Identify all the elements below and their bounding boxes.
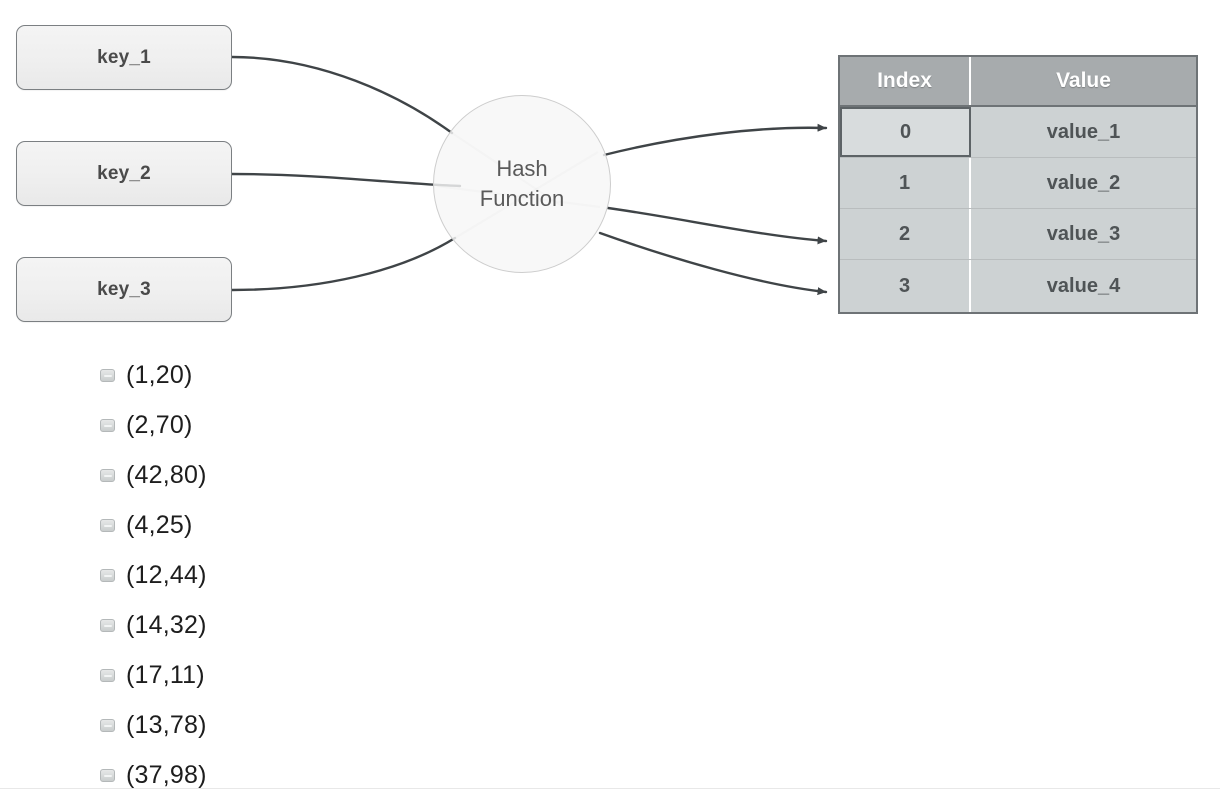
column-header-value: Value	[1056, 69, 1111, 92]
cell-index-0[interactable]: 0	[840, 107, 971, 157]
pair-list: (1,20) (2,70) (42,80) (4,25) (12,44) (14…	[100, 350, 500, 800]
list-item[interactable]: (2,70)	[100, 400, 500, 450]
list-item[interactable]: (4,25)	[100, 500, 500, 550]
key-box-2-label: key_2	[97, 162, 151, 184]
list-item[interactable]: (1,20)	[100, 350, 500, 400]
bottom-divider	[0, 788, 1220, 789]
key-box-2[interactable]: key_2	[16, 141, 232, 206]
minus-box-icon[interactable]	[100, 768, 115, 782]
wire-key2-to-hash	[230, 172, 462, 188]
hash-function-diagram: key_1 key_2 key_3 Hash Function Index Va…	[0, 0, 1220, 340]
list-item[interactable]: (37,98)	[100, 750, 500, 800]
wire-key3-to-hash	[230, 236, 457, 292]
key-box-1-label: key_1	[97, 46, 151, 68]
key-box-3[interactable]: key_3	[16, 257, 232, 322]
list-item[interactable]: (13,78)	[100, 700, 500, 750]
minus-box-icon[interactable]	[100, 568, 115, 582]
minus-box-icon[interactable]	[100, 418, 115, 432]
table-row[interactable]: 1 value_2	[840, 158, 1196, 209]
list-item-label: (17,11)	[126, 660, 205, 689]
list-item-label: (14,32)	[126, 610, 207, 639]
list-item-label: (1,20)	[126, 360, 193, 389]
minus-box-icon[interactable]	[100, 618, 115, 632]
hash-table: Index Value 0 value_1 1 value_2 2 value_…	[838, 55, 1198, 314]
list-item[interactable]: (42,80)	[100, 450, 500, 500]
list-item[interactable]: (12,44)	[100, 550, 500, 600]
table-row[interactable]: 3 value_4	[840, 260, 1196, 312]
cell-value-3[interactable]: value_4	[1046, 274, 1121, 297]
key-box-1[interactable]: key_1	[16, 25, 232, 90]
hash-function-label-line2: Function	[479, 186, 565, 211]
table-row[interactable]: 2 value_3	[840, 209, 1196, 260]
list-item-label: (42,80)	[126, 460, 207, 489]
cell-value-0[interactable]: value_1	[1046, 120, 1121, 143]
minus-box-icon[interactable]	[100, 468, 115, 482]
minus-box-icon[interactable]	[100, 368, 115, 382]
wire-hash-to-index-0	[602, 123, 828, 157]
table-header-row: Index Value	[840, 57, 1196, 107]
key-box-3-label: key_3	[97, 278, 151, 300]
wire-hash-to-index-3	[598, 231, 828, 296]
list-item[interactable]: (14,32)	[100, 600, 500, 650]
hash-function-label-line1: Hash	[496, 156, 548, 182]
list-item-label: (12,44)	[126, 560, 207, 589]
column-header-index: Index	[840, 57, 971, 105]
list-item-label: (4,25)	[126, 510, 193, 539]
list-item-label: (13,78)	[126, 710, 207, 739]
cell-index-2[interactable]: 2	[840, 209, 971, 259]
cell-index-3[interactable]: 3	[840, 260, 971, 312]
list-item-label: (2,70)	[126, 410, 193, 439]
cell-index-1[interactable]: 1	[840, 158, 971, 208]
list-item[interactable]: (17,11)	[100, 650, 500, 700]
minus-box-icon[interactable]	[100, 718, 115, 732]
minus-box-icon[interactable]	[100, 518, 115, 532]
hash-function-node[interactable]: Hash Function	[433, 95, 611, 273]
list-item-label: (37,98)	[126, 760, 207, 789]
cell-value-1[interactable]: value_2	[1046, 171, 1121, 194]
table-row[interactable]: 0 value_1	[840, 107, 1196, 158]
cell-value-2[interactable]: value_3	[1046, 222, 1121, 245]
wire-hash-to-index-2	[606, 206, 828, 245]
wire-key1-to-hash	[230, 55, 454, 135]
minus-box-icon[interactable]	[100, 668, 115, 682]
